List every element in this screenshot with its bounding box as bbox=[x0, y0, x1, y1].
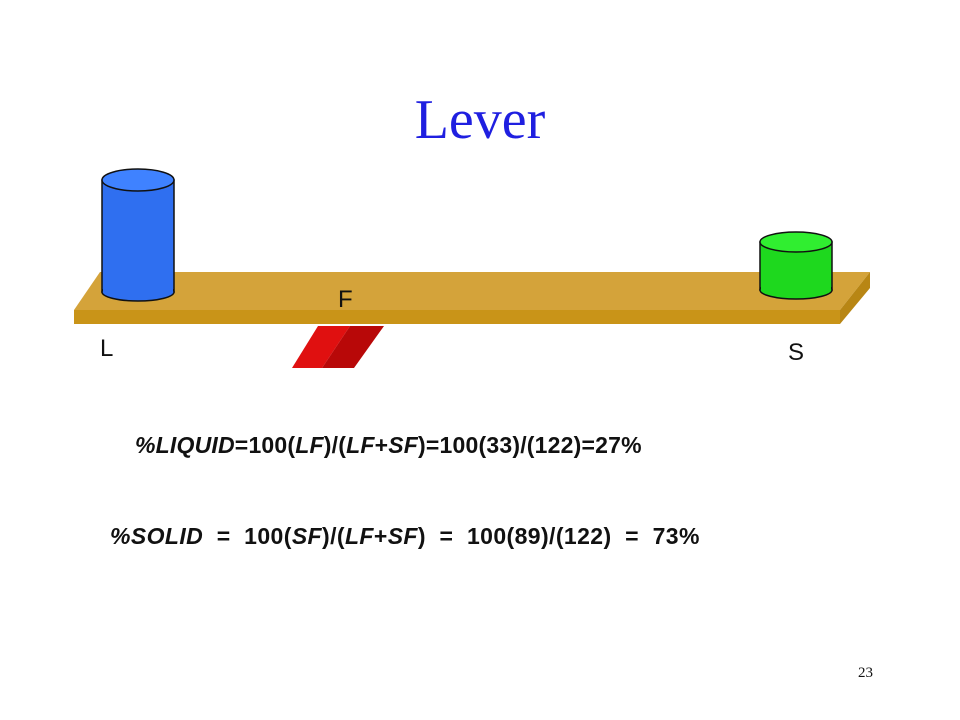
fulcrum-wedge bbox=[292, 326, 384, 368]
liquid-eq3: = bbox=[581, 432, 596, 458]
liquid-v1: LF bbox=[295, 432, 324, 458]
solid-equation: %SOLID = 100(SF)/(LF+SF) = 100(89)/(122)… bbox=[110, 525, 700, 548]
liquid-plus: + bbox=[374, 432, 389, 458]
solid-v2: LF bbox=[344, 523, 374, 549]
slide-title: Lever bbox=[414, 89, 546, 151]
liquid-eq2: = bbox=[425, 432, 440, 458]
liquid-c1: 100( bbox=[248, 432, 296, 458]
lever-beam bbox=[74, 272, 870, 324]
left-label: L bbox=[100, 335, 113, 362]
solid-plus: + bbox=[373, 523, 388, 549]
solid-v1: SF bbox=[291, 523, 323, 549]
solid-v3: SF bbox=[387, 523, 418, 549]
solid-numeric: 100(89)/(122) bbox=[466, 523, 612, 549]
liquid-v2: LF bbox=[346, 432, 375, 458]
solid-lhs: %SOLID bbox=[110, 523, 204, 549]
liquid-eq1: = bbox=[234, 432, 249, 458]
right-cylinder bbox=[759, 231, 833, 300]
solid-c2: )/( bbox=[322, 523, 345, 549]
liquid-equation: %LIQUID=100(LF)/(LF+SF)=100(33)/(122)=27… bbox=[135, 434, 642, 457]
solid-result: 73% bbox=[652, 523, 700, 549]
solid-eq2: = bbox=[439, 523, 454, 549]
solid-c1: 100( bbox=[244, 523, 292, 549]
liquid-v3: SF bbox=[388, 432, 419, 458]
page-number: 23 bbox=[858, 665, 873, 681]
left-cylinder bbox=[101, 168, 175, 302]
solid-eq3: = bbox=[625, 523, 639, 549]
liquid-c3: ) bbox=[418, 432, 426, 458]
liquid-c2: )/( bbox=[323, 432, 347, 458]
solid-eq1: = bbox=[216, 523, 231, 549]
solid-c3: ) bbox=[417, 523, 426, 549]
liquid-lhs: %LIQUID bbox=[135, 432, 235, 458]
liquid-numeric: 100(33)/(122) bbox=[439, 432, 582, 458]
right-label: S bbox=[788, 339, 804, 366]
liquid-result: 27% bbox=[595, 432, 642, 458]
fulcrum-label: F bbox=[338, 286, 353, 313]
